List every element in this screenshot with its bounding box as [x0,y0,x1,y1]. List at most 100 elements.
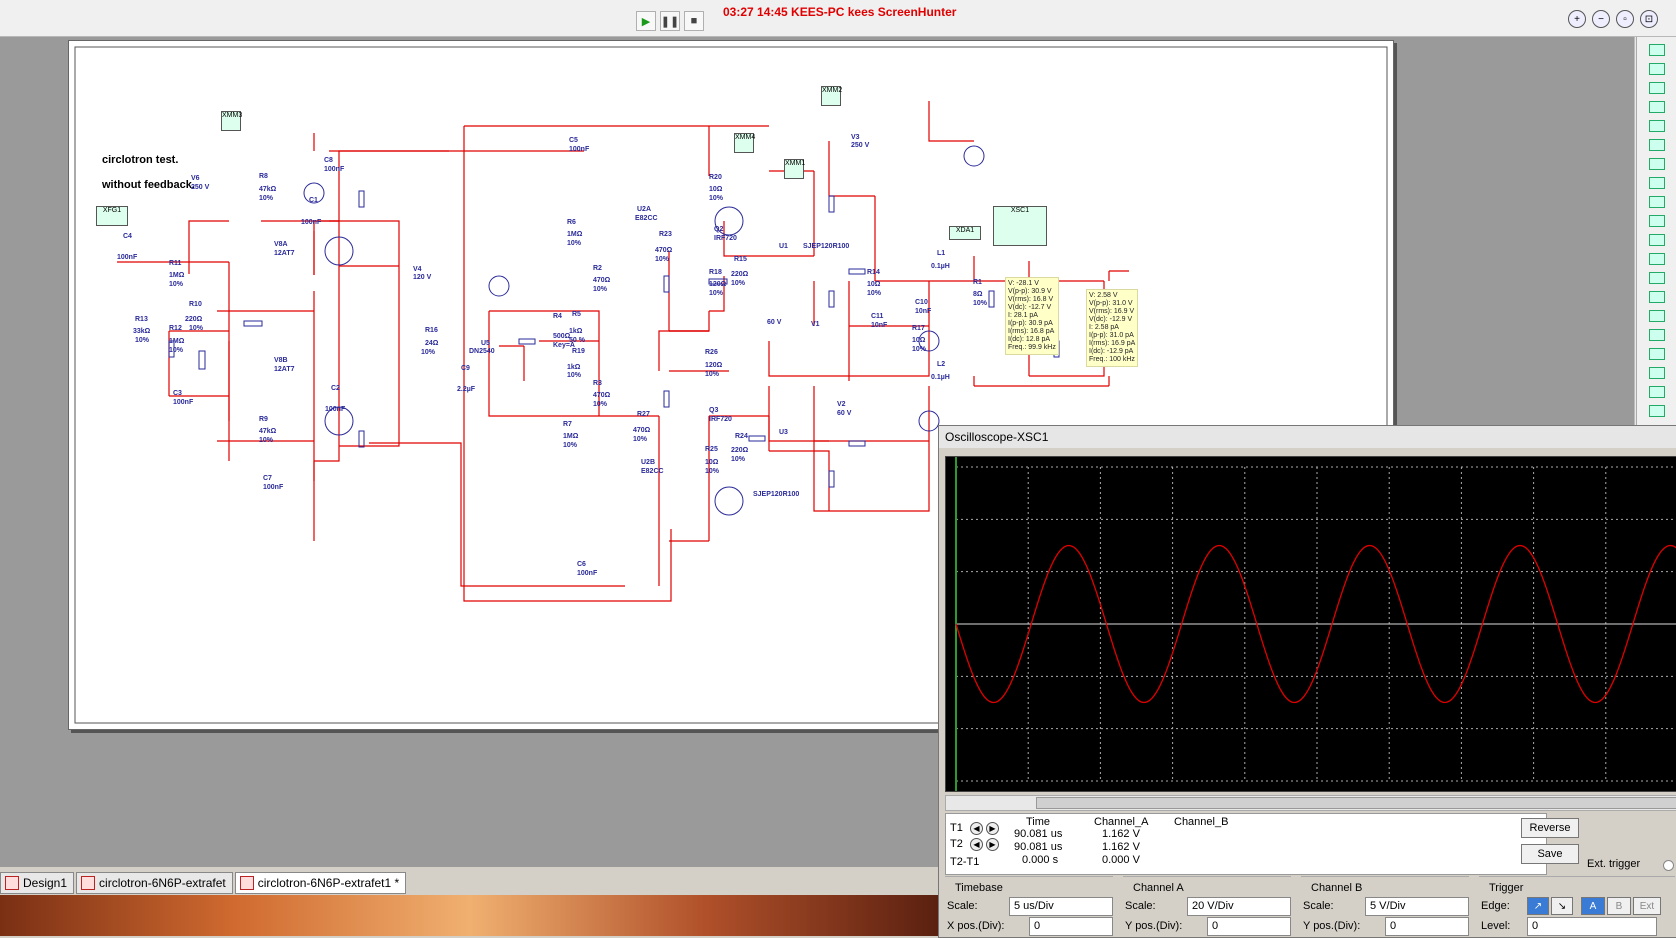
channel-b-scale-field[interactable]: 5 V/Div [1365,897,1469,916]
bode-plotter-icon[interactable] [1649,139,1665,151]
zoom-out-icon[interactable]: − [1592,10,1610,28]
falling-edge-button[interactable]: ↘ [1551,897,1573,915]
component-label-v6v: 250 V [191,184,210,191]
pause-button[interactable]: ❚❚ [660,11,680,31]
save-button[interactable]: Save [1521,844,1579,864]
component-label-q2v: IRF720 [714,235,737,242]
timebase-scale-field[interactable]: 5 us/Div [1009,897,1113,916]
t1-right-arrow-icon[interactable]: ▶ [986,822,999,835]
component-label-tol: 10% [705,371,720,378]
distortion-analyzer-icon[interactable] [1649,253,1665,265]
zoom-in-icon[interactable]: + [1568,10,1586,28]
trigger-source-b-button[interactable]: B [1607,897,1631,915]
simulation-controls: ▶ ❚❚ ■ [636,10,704,32]
channel-a-ypos-field[interactable]: 0 [1207,917,1291,936]
t2-label: T2 [950,838,963,850]
zoom-area-icon[interactable]: ▫ [1616,10,1634,28]
trigger-level-field[interactable]: 0 [1527,917,1657,936]
logic-analyzer-icon[interactable] [1649,196,1665,208]
multimeter-icon[interactable] [1649,44,1665,56]
component-label-bjt: SJEP120R100 [803,243,850,250]
agilent-scope-icon[interactable] [1649,348,1665,360]
oscilloscope-xsc1[interactable]: XSC1 [993,206,1047,246]
play-icon: ▶ [641,15,651,28]
stop-icon: ■ [690,15,698,27]
word-generator-icon[interactable] [1649,177,1665,189]
component-label-r13v: 33kΩ [133,328,151,335]
component-label-u1: U1 [779,243,788,250]
component-label-c6v: 100nF [577,570,598,577]
trigger-edge-label: Edge: [1481,900,1510,912]
component-label-v8a: V8A [274,241,288,248]
component-label-r17v: 10Ω [912,337,926,344]
component-label-tol: 10% [169,281,184,288]
network-analyzer-icon[interactable] [1649,291,1665,303]
component-label-l1v: 0.1µH [931,263,950,270]
trigger-source-a-button[interactable]: A [1581,897,1605,915]
iv-analyzer-icon[interactable] [1649,234,1665,246]
scrollbar-thumb[interactable] [1036,797,1676,809]
x-pos-label: X pos.(Div): [947,920,1005,932]
ext-trigger-terminal-icon[interactable] [1663,860,1674,871]
wattmeter-icon[interactable] [1649,82,1665,94]
current-probe-icon[interactable] [1649,405,1665,417]
spectrum-analyzer-icon[interactable] [1649,272,1665,284]
channel-b-title: Channel B [1311,882,1363,894]
tab-circlotron-1[interactable]: circlotron-6N6P-extrafet1 * [234,872,407,894]
four-channel-oscilloscope-icon[interactable] [1649,120,1665,132]
t2-right-arrow-icon[interactable]: ▶ [986,838,999,851]
distortion-analyzer-xda1[interactable]: XDA1 [949,226,981,240]
stop-button[interactable]: ■ [684,11,704,31]
rising-edge-button[interactable]: ↗ [1527,897,1549,915]
component-label-tol: 10% [731,280,746,287]
oscilloscope-screen[interactable] [945,456,1676,792]
trigger-source-ext-button[interactable]: Ext [1633,897,1661,915]
t2-channel-a: 1.162 V [1102,841,1140,853]
component-label-r2v: 470Ω [593,277,611,284]
channel-b-ypos-field[interactable]: 0 [1385,917,1469,936]
component-label-tol: 10% [259,437,274,444]
col-channel-b: Channel_B [1174,816,1229,828]
multimeter-xmm1[interactable]: XMM1 [784,159,805,179]
x-pos-field[interactable]: 0 [1029,917,1113,936]
component-label-r25: R25 [705,446,718,453]
function-generator-xfg1[interactable]: XFG1 [96,206,128,226]
multimeter-xmm4[interactable]: XMM4 [734,133,755,153]
tektronix-scope-icon[interactable] [1649,367,1665,379]
component-label-l2: L2 [937,361,946,368]
component-label-r23v: 470Ω [655,247,673,254]
desktop-wallpaper [0,895,940,936]
component-label-v4v: 120 V [413,274,432,281]
reverse-button[interactable]: Reverse [1521,818,1579,838]
component-label-r4p: 50 % [569,337,585,344]
agilent-generator-icon[interactable] [1649,310,1665,322]
component-label-c10v: 10nF [915,308,932,315]
component-label-u5v: DN2540 [469,348,495,355]
component-label-r24v: 220Ω [731,447,749,454]
run-button[interactable]: ▶ [636,11,656,31]
agilent-multimeter-icon[interactable] [1649,329,1665,341]
logic-converter-icon[interactable] [1649,215,1665,227]
component-label-tol: 10% [567,240,582,247]
zoom-fit-icon[interactable]: ⊡ [1640,10,1658,28]
zoom-controls: + − ▫ ⊡ [1568,10,1658,28]
component-label-tol: 10% [169,347,184,354]
oscilloscope-window[interactable]: Oscilloscope-XSC1 Time Channel_A Channel… [938,425,1676,938]
labview-icon[interactable] [1649,386,1665,398]
channel-a-scale-field[interactable]: 20 V/Div [1187,897,1291,916]
frequency-counter-icon[interactable] [1649,158,1665,170]
tab-circlotron[interactable]: circlotron-6N6P-extrafet [76,872,233,894]
schematic-wiring [74,46,1388,724]
component-label-r4: R4 [553,313,562,320]
t2-left-arrow-icon[interactable]: ◀ [970,838,983,851]
t1-left-arrow-icon[interactable]: ◀ [970,822,983,835]
scope-horizontal-scrollbar[interactable] [945,795,1676,811]
function-generator-icon[interactable] [1649,63,1665,75]
pause-icon: ❚❚ [660,15,680,28]
component-label-r26v: 120Ω [705,362,723,369]
multimeter-xmm3[interactable]: XMM3 [221,111,242,131]
component-label-r23: R23 [659,231,672,238]
tab-design1[interactable]: Design1 [0,872,75,894]
multimeter-xmm2[interactable]: XMM2 [821,86,842,106]
oscilloscope-icon[interactable] [1649,101,1665,113]
